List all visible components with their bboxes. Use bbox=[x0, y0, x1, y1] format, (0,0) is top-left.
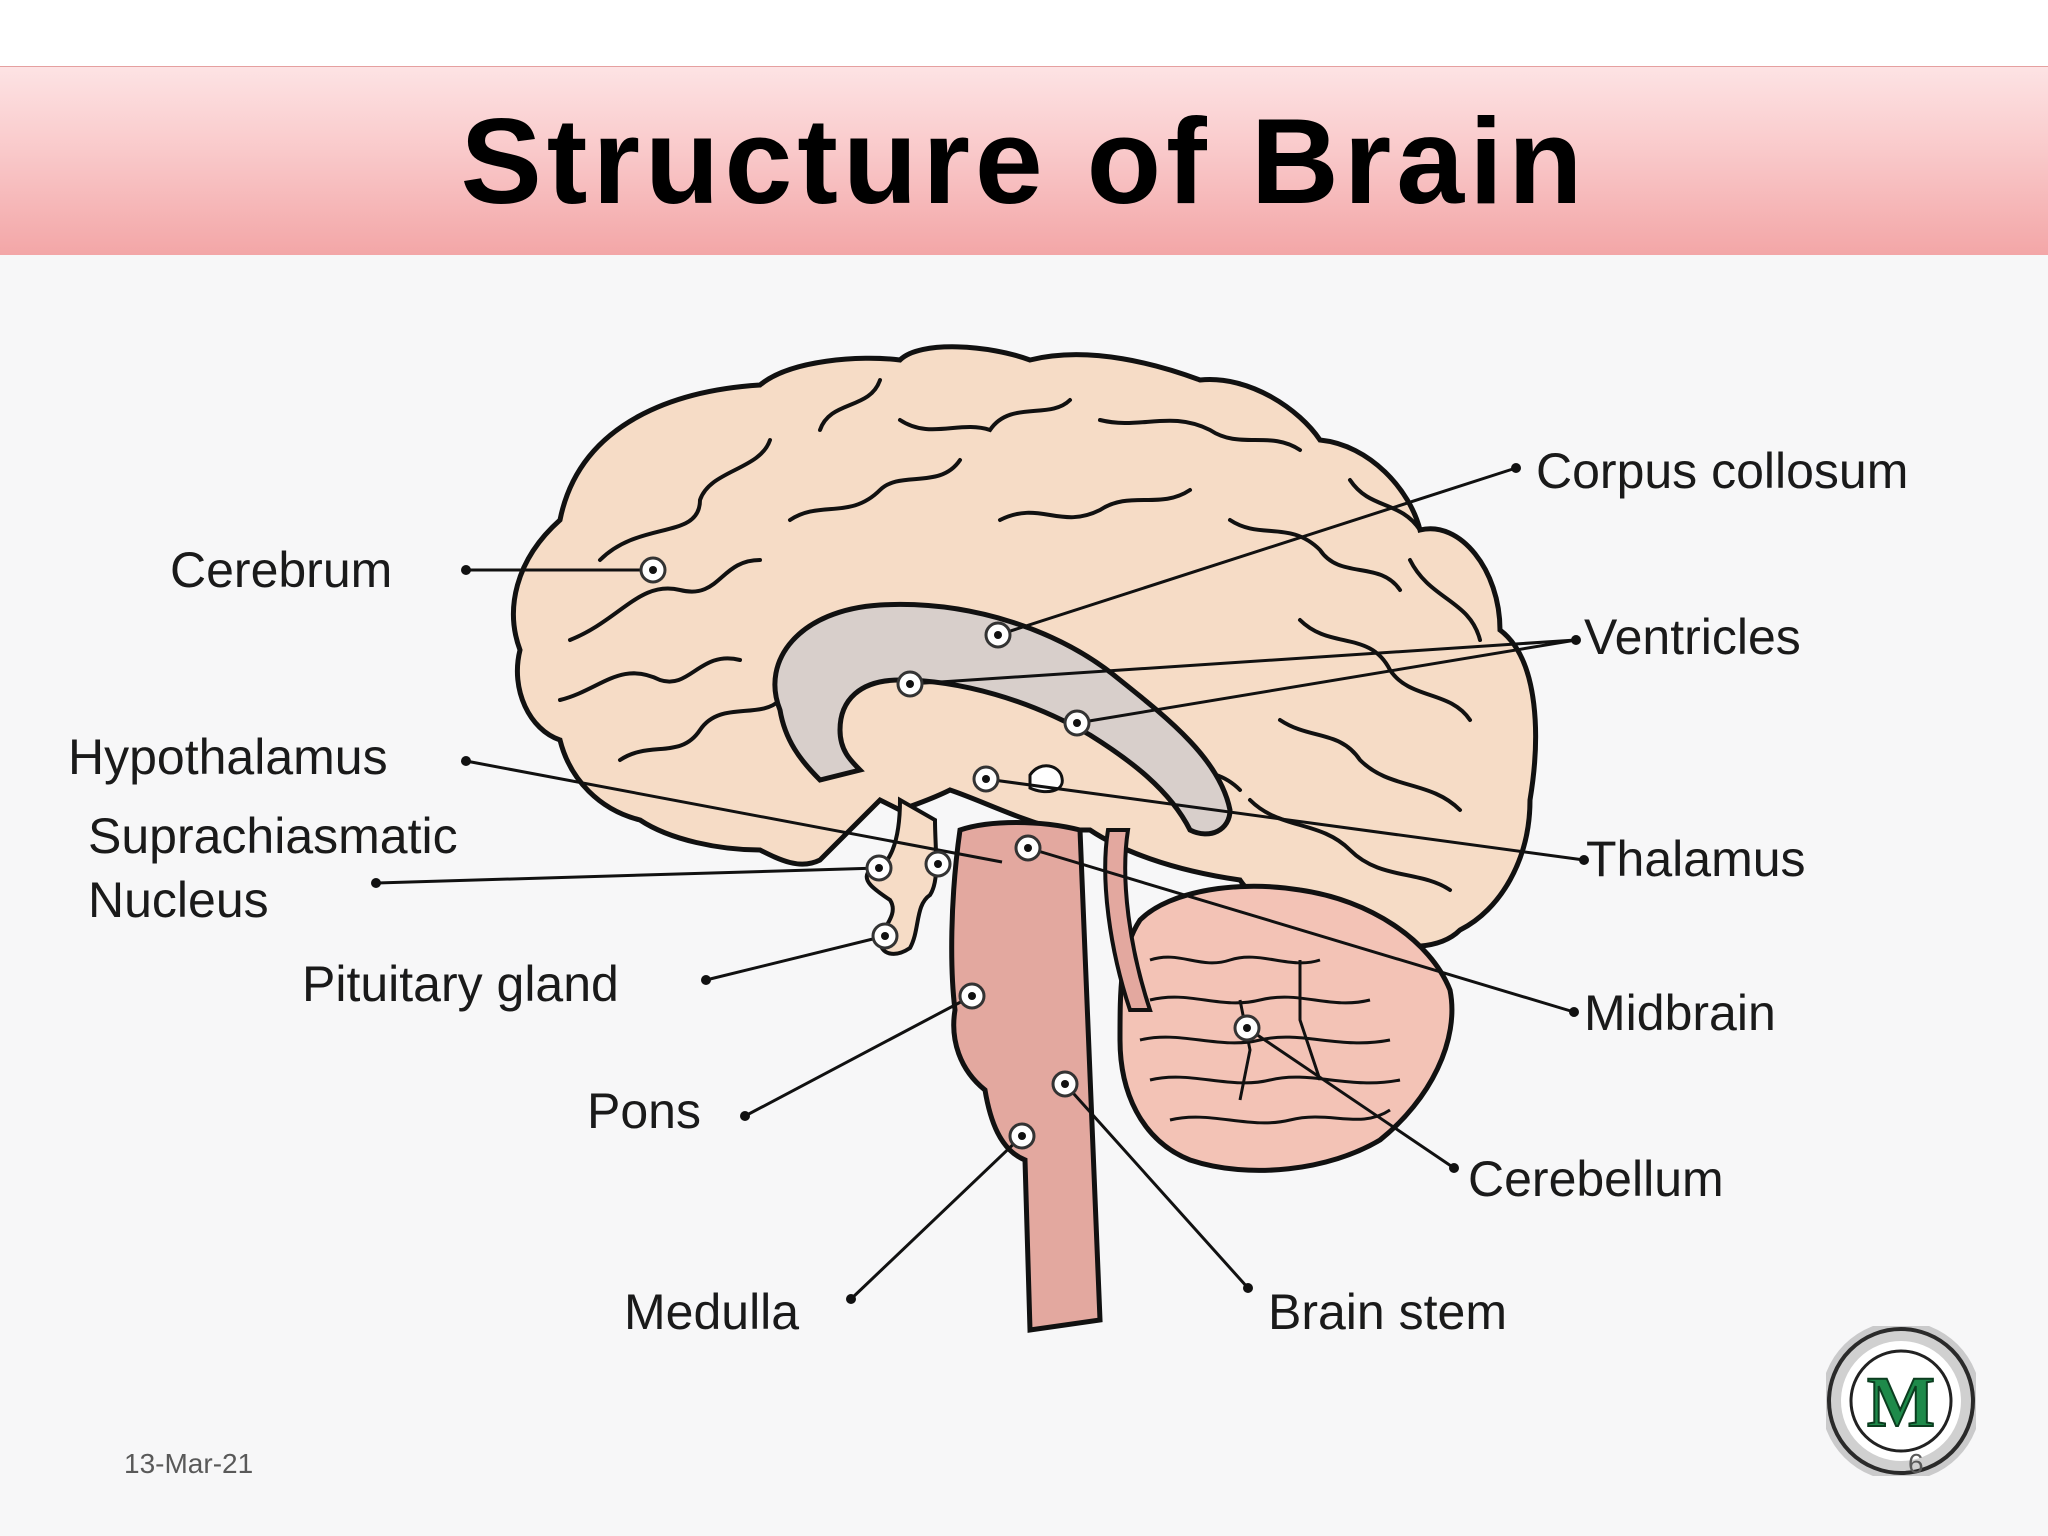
slide-page-number: 6 bbox=[1908, 1448, 1924, 1479]
label-cerebellum: Cerebellum bbox=[1468, 1151, 1724, 1207]
slide-date: 13-Mar-21 bbox=[124, 1448, 254, 1479]
cerebellum-folia bbox=[1139, 955, 1401, 1125]
label-ventricles: Ventricles bbox=[1584, 609, 1801, 665]
label-cerebrum: Cerebrum bbox=[170, 542, 392, 598]
label-medulla: Medulla bbox=[624, 1284, 799, 1340]
slide-title: Structure of Brain bbox=[460, 93, 1588, 229]
label-pons: Pons bbox=[587, 1083, 701, 1139]
label-brain-stem: Brain stem bbox=[1268, 1284, 1507, 1340]
title-bar: Structure of Brain bbox=[0, 66, 2048, 256]
leader-lines bbox=[375, 466, 1585, 1301]
seal-letter: M bbox=[1867, 1362, 1935, 1442]
label-suprachiasmatic-1: Suprachiasmatic bbox=[88, 808, 458, 864]
label-suprachiasmatic-2: Nucleus bbox=[88, 872, 269, 928]
label-corpus-collosum: Corpus collosum bbox=[1536, 443, 1908, 499]
cerebellum-shape bbox=[1117, 883, 1455, 1173]
label-thalamus: Thalamus bbox=[1586, 831, 1806, 887]
brainstem-shape bbox=[949, 820, 1103, 1333]
target-dot-centers bbox=[649, 566, 1251, 1140]
university-seal-logo: M bbox=[1826, 1326, 1976, 1476]
corpus-callosum-shape bbox=[772, 601, 1233, 837]
label-midbrain: Midbrain bbox=[1584, 985, 1776, 1041]
label-pituitary: Pituitary gland bbox=[302, 956, 619, 1012]
label-hypothalamus: Hypothalamus bbox=[68, 729, 388, 785]
label-end-dots bbox=[371, 463, 1589, 1304]
